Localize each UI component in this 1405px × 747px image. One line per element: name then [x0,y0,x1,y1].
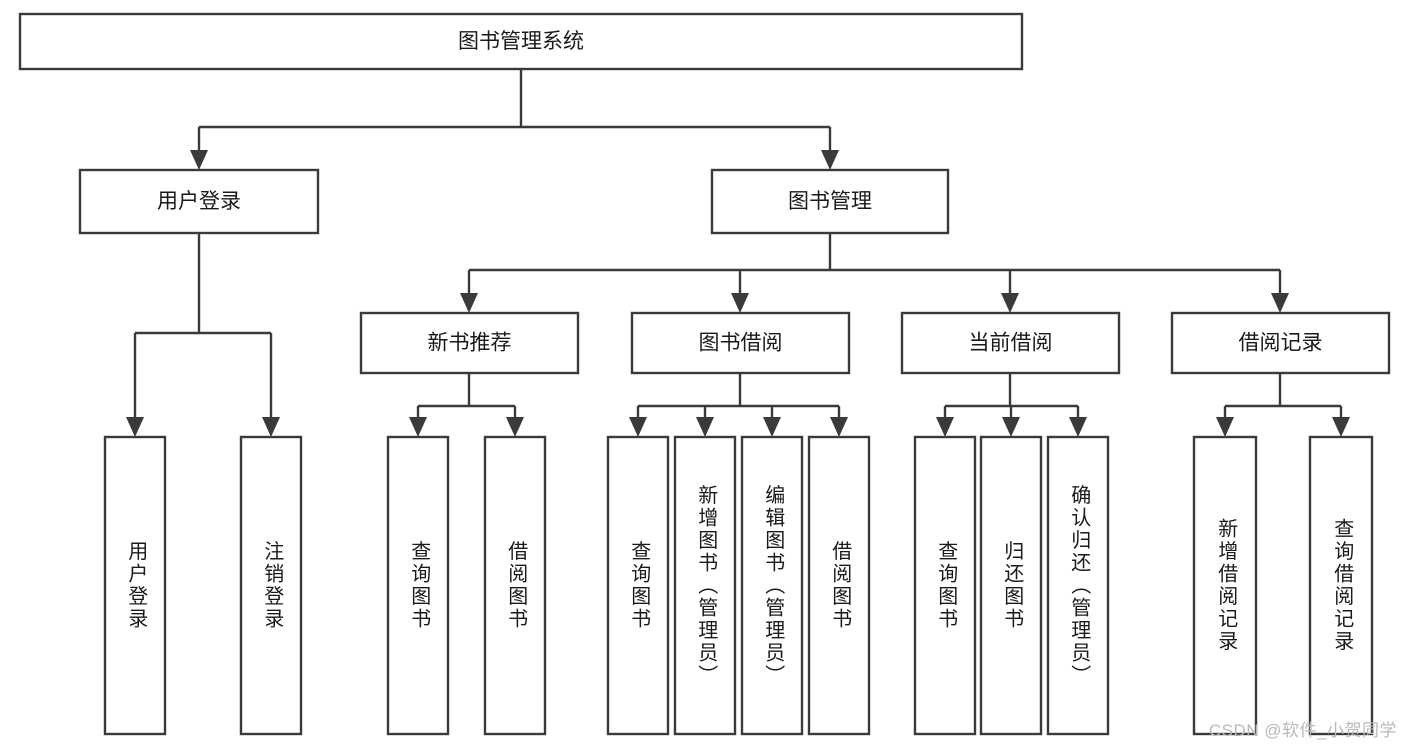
node-book-borrow-box[interactable] [630,311,851,375]
arrow-head-icon [936,417,954,437]
node-leaf-user-login-label: 用户登录 [125,541,148,631]
node-borrow-record-box[interactable] [1170,311,1391,375]
node-current-borrow-box[interactable] [900,311,1121,375]
node-root-label: 图书管理系统 [458,30,584,53]
watermark-text: CSDN @软件_小贺同学 [1208,721,1397,740]
node-leaf-query-book[interactable]: 查询图书 [606,435,670,736]
arrow-head-icon [1069,417,1087,437]
node-book-manage-label: 图书管理 [788,190,872,213]
node-leaf-confirm-return[interactable]: 确认归还（管理员） [1046,435,1110,736]
arrow-head-icon [262,417,280,437]
nodes-layer: 图书管理系统用户登录图书管理新书推荐图书借阅当前借阅借阅记录用户登录注销登录查询… [18,12,1391,736]
arrow-head-icon [1001,293,1019,313]
node-leaf-query-book-box[interactable] [606,435,670,736]
node-leaf-confirm-return-box[interactable] [1046,435,1110,736]
node-leaf-logout-box[interactable] [239,435,303,736]
node-current-borrow-label: 当前借阅 [969,332,1053,355]
connectors-layer [126,69,1350,437]
node-root-box[interactable] [18,12,1024,71]
node-leaf-user-login-box[interactable] [103,435,167,736]
node-leaf-query-record-box[interactable] [1308,435,1374,736]
node-leaf-query-book-rec[interactable]: 查询图书 [386,435,450,736]
node-book-manage-box[interactable] [710,168,950,235]
node-leaf-confirm-return-label: 确认归还（管理员） [1068,484,1091,687]
node-leaf-add-book-box[interactable] [673,435,737,736]
node-leaf-query-record[interactable]: 查询借阅记录 [1308,435,1374,736]
node-leaf-query-book-rec-label: 查询图书 [408,540,431,630]
node-leaf-borrow-book-box[interactable] [807,435,871,736]
arrow-head-icon [731,293,749,313]
node-leaf-query-book-rec-box[interactable] [386,435,450,736]
node-leaf-borrow-book-rec-box[interactable] [483,435,547,736]
node-current-borrow[interactable]: 当前借阅 [900,311,1121,375]
arrow-head-icon [126,417,144,437]
node-leaf-edit-book[interactable]: 编辑图书（管理员） [740,435,804,736]
arrow-head-icon [460,293,478,313]
node-leaf-query-book-cur-label: 查询图书 [935,540,958,630]
node-leaf-user-login[interactable]: 用户登录 [103,435,167,736]
node-leaf-return-book[interactable]: 归还图书 [979,435,1043,736]
node-root[interactable]: 图书管理系统 [18,12,1024,71]
node-borrow-record[interactable]: 借阅记录 [1170,311,1391,375]
node-leaf-add-record-label: 新增借阅记录 [1215,518,1238,653]
node-leaf-query-book-cur[interactable]: 查询图书 [913,435,977,736]
arrow-head-icon [1271,293,1289,313]
node-user-login-label: 用户登录 [157,190,241,213]
node-leaf-query-record-label: 查询借阅记录 [1331,518,1354,653]
arrow-head-icon [629,417,647,437]
node-leaf-edit-book-box[interactable] [740,435,804,736]
node-leaf-add-book[interactable]: 新增图书（管理员） [673,435,737,736]
node-borrow-record-label: 借阅记录 [1239,332,1323,355]
node-leaf-logout-label: 注销登录 [261,540,284,630]
arrow-head-icon [1002,417,1020,437]
arrow-head-icon [821,150,839,170]
arrow-head-icon [409,417,427,437]
arrow-head-icon [506,417,524,437]
node-leaf-query-book-label: 查询图书 [628,540,651,630]
node-leaf-edit-book-label: 编辑图书（管理员） [762,484,785,687]
arrow-head-icon [763,417,781,437]
node-new-book-rec[interactable]: 新书推荐 [359,311,580,375]
node-leaf-borrow-book-label: 借阅图书 [829,540,852,630]
node-book-manage[interactable]: 图书管理 [710,168,950,235]
node-leaf-add-record[interactable]: 新增借阅记录 [1192,435,1258,736]
node-leaf-add-record-box[interactable] [1192,435,1258,736]
node-leaf-borrow-book-rec[interactable]: 借阅图书 [483,435,547,736]
node-user-login-box[interactable] [78,168,320,235]
node-new-book-rec-box[interactable] [359,311,580,375]
node-new-book-rec-label: 新书推荐 [428,332,512,355]
arrow-head-icon [1332,417,1350,437]
node-leaf-return-book-label: 归还图书 [1001,540,1024,630]
node-book-borrow-label: 图书借阅 [699,332,783,355]
arrow-head-icon [830,417,848,437]
arrow-head-icon [696,417,714,437]
arrow-head-icon [1216,417,1234,437]
arrow-head-icon [190,150,208,170]
node-user-login[interactable]: 用户登录 [78,168,320,235]
node-leaf-borrow-book[interactable]: 借阅图书 [807,435,871,736]
node-leaf-query-book-cur-box[interactable] [913,435,977,736]
node-leaf-logout[interactable]: 注销登录 [239,435,303,736]
node-leaf-return-book-box[interactable] [979,435,1043,736]
node-leaf-borrow-book-rec-label: 借阅图书 [505,540,528,630]
node-leaf-add-book-label: 新增图书（管理员） [695,484,718,687]
node-book-borrow[interactable]: 图书借阅 [630,311,851,375]
